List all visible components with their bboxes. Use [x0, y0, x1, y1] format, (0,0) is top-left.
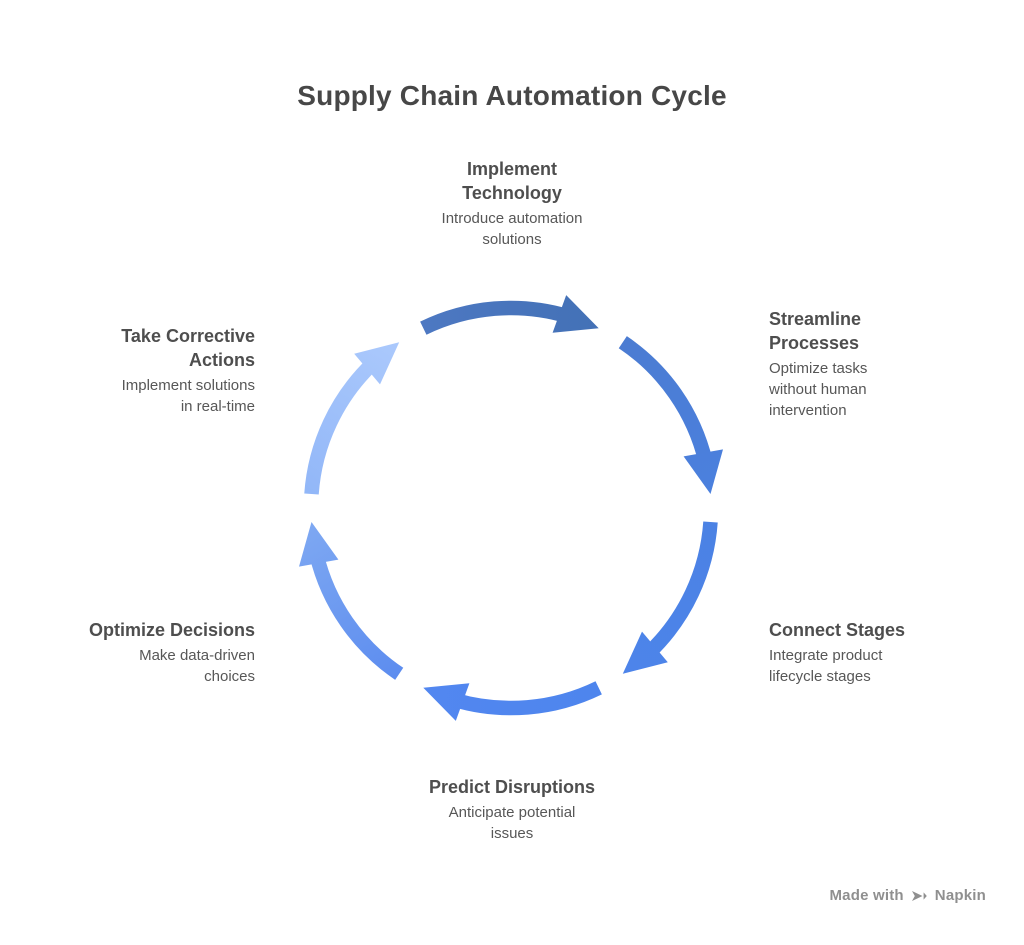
watermark-text: Made with	[829, 887, 904, 904]
stage-title: Streamline Processes	[769, 309, 862, 353]
stage-subtitle: Introduce automation solutions	[441, 210, 583, 248]
watermark: Made with Napkin	[829, 887, 986, 904]
stage-streamline-processes: Streamline Processes Optimize tasks with…	[769, 307, 994, 421]
page-title: Supply Chain Automation Cycle	[297, 80, 727, 111]
stage-title: Optimize Decisions	[88, 620, 255, 640]
stage-predict-disruptions: Predict Disruptions Anticipate potential…	[352, 775, 672, 844]
stage-subtitle: Integrate product lifecycle stages	[769, 647, 883, 685]
stage-title: Connect Stages	[769, 620, 906, 640]
watermark-brand: Napkin	[934, 887, 986, 904]
stage-title: Implement Technology	[462, 159, 562, 203]
cycle-arrow-4	[419, 675, 608, 725]
cycle-arrow-6	[299, 338, 404, 499]
napkin-logo-icon	[911, 890, 927, 901]
cycle-arrow-1	[414, 291, 603, 341]
cycle-arrow-3	[618, 517, 723, 678]
stage-title: Take Corrective Actions	[121, 326, 255, 370]
stage-implement-technology: Implement Technology Introduce automatio…	[352, 157, 672, 250]
cycle-arrow-5	[295, 518, 410, 686]
stage-subtitle: Make data-driven choices	[139, 647, 255, 685]
stage-title: Predict Disruptions	[428, 777, 596, 797]
stage-subtitle: Optimize tasks without human interventio…	[769, 360, 868, 419]
stage-optimize-decisions: Optimize Decisions Make data-driven choi…	[30, 618, 255, 687]
cycle-arrow-2	[612, 330, 727, 498]
stage-connect-stages: Connect Stages Integrate product lifecyc…	[769, 618, 994, 687]
stage-subtitle: Implement solutions in real-time	[121, 377, 255, 415]
stage-take-corrective-actions: Take Corrective Actions Implement soluti…	[30, 324, 255, 417]
stage-subtitle: Anticipate potential issues	[448, 804, 576, 842]
